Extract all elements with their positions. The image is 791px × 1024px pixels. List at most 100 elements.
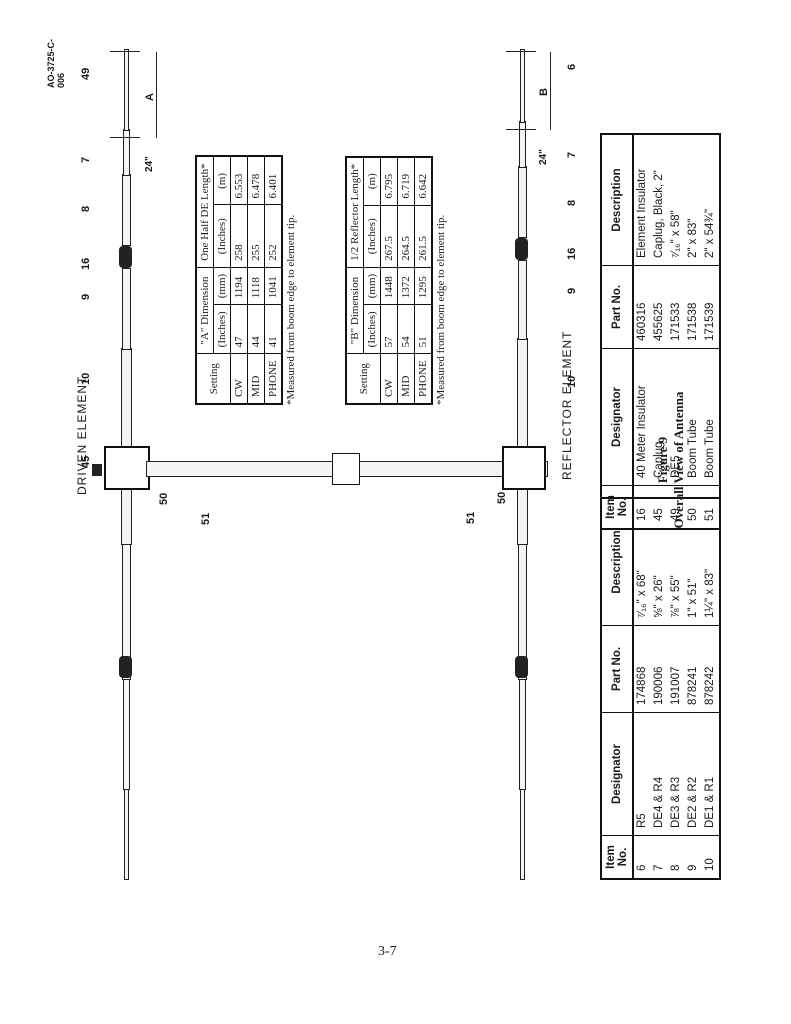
dim-b-tick-left xyxy=(506,129,536,130)
table-b-cell: 261.5 xyxy=(414,205,432,268)
table-a-cell: CW xyxy=(230,353,248,404)
parts-left-cell: 10 xyxy=(702,835,720,879)
table-row: 9 DE2 & R2 878241 1" x 51" xyxy=(685,498,702,879)
table-a-block: Setting "A" Dimension One Half DE Length… xyxy=(195,155,297,405)
parts-right-cell: 2" x 54¾" xyxy=(702,134,720,266)
reflector-element-heading: REFLECTOR ELEMENT xyxy=(560,330,574,480)
table-b-cell: 6.719 xyxy=(397,156,415,206)
table-a-cell: 1041 xyxy=(264,267,282,305)
parts-left-cell: 9 xyxy=(685,835,702,879)
table-b-block: Setting "B" Dimension 1/2 Reflector Leng… xyxy=(345,155,447,405)
driven-24in-label: 24" xyxy=(144,156,155,172)
callout-reflector-10: 10 xyxy=(566,375,578,388)
table-b-cell: 6.642 xyxy=(414,156,432,206)
table-row: 6 R5 174868 ⁷⁄₁₆" x 68" xyxy=(633,498,651,879)
parts-left-cell: 174868 xyxy=(633,625,651,713)
dim-b-tick-right xyxy=(506,51,536,52)
dim-b-line xyxy=(550,52,551,130)
figure-number: Figure 9 xyxy=(655,436,670,484)
table-b-cell: 1372 xyxy=(397,267,415,305)
table-b-cell: 51 xyxy=(414,304,432,354)
reflector-tube-r2-right xyxy=(518,260,527,340)
table-row: 10 DE1 & R1 878242 1¼" x 83" xyxy=(702,498,720,879)
table-b-sub-1: (mm) xyxy=(363,267,381,305)
table-a-cell: 6.553 xyxy=(230,156,248,205)
table-b-setting-header: Setting xyxy=(346,353,381,404)
parts-right-cell: 460316 xyxy=(633,265,651,349)
table-a-half-header: One Half DE Length* xyxy=(196,156,214,268)
driven-tube-r5-left xyxy=(124,788,129,880)
callout-driven-45: 45 xyxy=(80,455,92,468)
driven-tube-de2-right xyxy=(122,268,131,350)
table-row: 51 Boom Tube 171539 2" x 54¾" xyxy=(702,134,720,529)
table-b-cell: 267.5 xyxy=(380,205,398,268)
parts-right-cell: 50 xyxy=(685,485,702,529)
rotated-figure: AO-3725-C-006 DRIVEN ELEMENT A 24" 49 7 … xyxy=(40,30,721,900)
parts-right-cell: ⁷⁄₁₆" x 58" xyxy=(668,134,685,266)
parts-right-cell: 51 xyxy=(702,485,720,529)
table-b-cell: 1448 xyxy=(380,267,398,305)
reflector-tube-r5-right xyxy=(520,49,525,123)
table-b-cell: 1295 xyxy=(414,267,432,305)
parts-right-cell: 171538 xyxy=(685,265,702,349)
table-b-cell: 6.795 xyxy=(380,156,398,206)
callout-driven-49: 49 xyxy=(80,67,92,80)
driven-tube-de1-right xyxy=(121,348,132,460)
reflector-insulator-right xyxy=(515,238,528,260)
callout-driven-10: 10 xyxy=(80,372,92,385)
table-a-cell: PHONE xyxy=(264,353,282,404)
table-b-note: *Measured from boom edge to element tip. xyxy=(435,214,447,405)
reflector-24in-label: 24" xyxy=(538,149,549,165)
parts-left-cell: DE3 & R3 xyxy=(668,712,685,836)
driven-insulator-left xyxy=(119,656,132,678)
dim-b-label: B xyxy=(538,86,550,98)
table-b-sub-3: (m) xyxy=(363,156,381,206)
table-a-cell: 47 xyxy=(230,304,248,354)
reflector-tube-r4-left xyxy=(519,678,526,790)
reflector-tube-r1-right xyxy=(517,338,528,460)
reflector-tube-r3-right xyxy=(518,166,527,238)
callout-reflector-9: 9 xyxy=(566,287,578,294)
table-a-dim-header: "A" Dimension xyxy=(196,267,214,354)
table-row: MID 44 1118 255 6.478 xyxy=(247,156,265,404)
table-b-half-header: 1/2 Reflector Length* xyxy=(346,156,364,268)
table-a-sub-0: (Inches) xyxy=(213,304,231,354)
parts-left-cell: DE1 & R1 xyxy=(702,712,720,836)
parts-right-cell: 40 Meter Insulator xyxy=(633,348,651,486)
driven-insulator-right xyxy=(119,246,132,268)
parts-left-cell: 878242 xyxy=(702,625,720,713)
parts-right-cell: 16 xyxy=(633,485,651,529)
boom-support-clamp xyxy=(332,453,360,485)
callout-reflector-50: 50 xyxy=(496,491,508,504)
drawing-code: AO-3725-C-006 xyxy=(46,38,66,88)
parts-right-cell: Element Insulator xyxy=(633,134,651,266)
callout-reflector-7: 7 xyxy=(566,151,578,158)
reflector-boom-plate xyxy=(502,446,546,490)
dim-a-label: A xyxy=(144,91,156,103)
table-b-cell: PHONE xyxy=(414,353,432,404)
table-a-cell: 258 xyxy=(230,205,248,268)
parts-right-header-item: Item No. xyxy=(601,485,633,529)
parts-right-cell: Caplug, Black, 2" xyxy=(651,134,668,266)
parts-right-header-designator: Designator xyxy=(601,348,633,486)
parts-right-cell: Boom Tube xyxy=(702,348,720,486)
driven-boom-plate xyxy=(104,446,150,490)
table-a-dimensions: Setting "A" Dimension One Half DE Length… xyxy=(195,155,283,405)
table-row: CW 57 1448 267.5 6.795 xyxy=(380,156,398,404)
parts-left-cell: R5 xyxy=(633,712,651,836)
table-row: MID 54 1372 264.5 6.719 xyxy=(397,156,415,404)
table-row: 16 40 Meter Insulator 460316 Element Ins… xyxy=(633,134,651,529)
parts-left-cell: 6 xyxy=(633,835,651,879)
table-b-cell: MID xyxy=(397,353,415,404)
table-b-dim-header: "B" Dimension xyxy=(346,267,364,354)
page-number: 3-7 xyxy=(378,944,397,959)
callout-reflector-16: 16 xyxy=(566,247,578,260)
table-b-dimensions: Setting "B" Dimension 1/2 Reflector Leng… xyxy=(345,155,433,405)
parts-left-cell: 190006 xyxy=(651,625,668,713)
table-b-sub-2: (Inches) xyxy=(363,205,381,268)
parts-right-cell: 2" x 83" xyxy=(685,134,702,266)
driven-tube-de3-right xyxy=(122,174,131,246)
table-b-cell: 264.5 xyxy=(397,205,415,268)
table-b-cell: CW xyxy=(380,353,398,404)
